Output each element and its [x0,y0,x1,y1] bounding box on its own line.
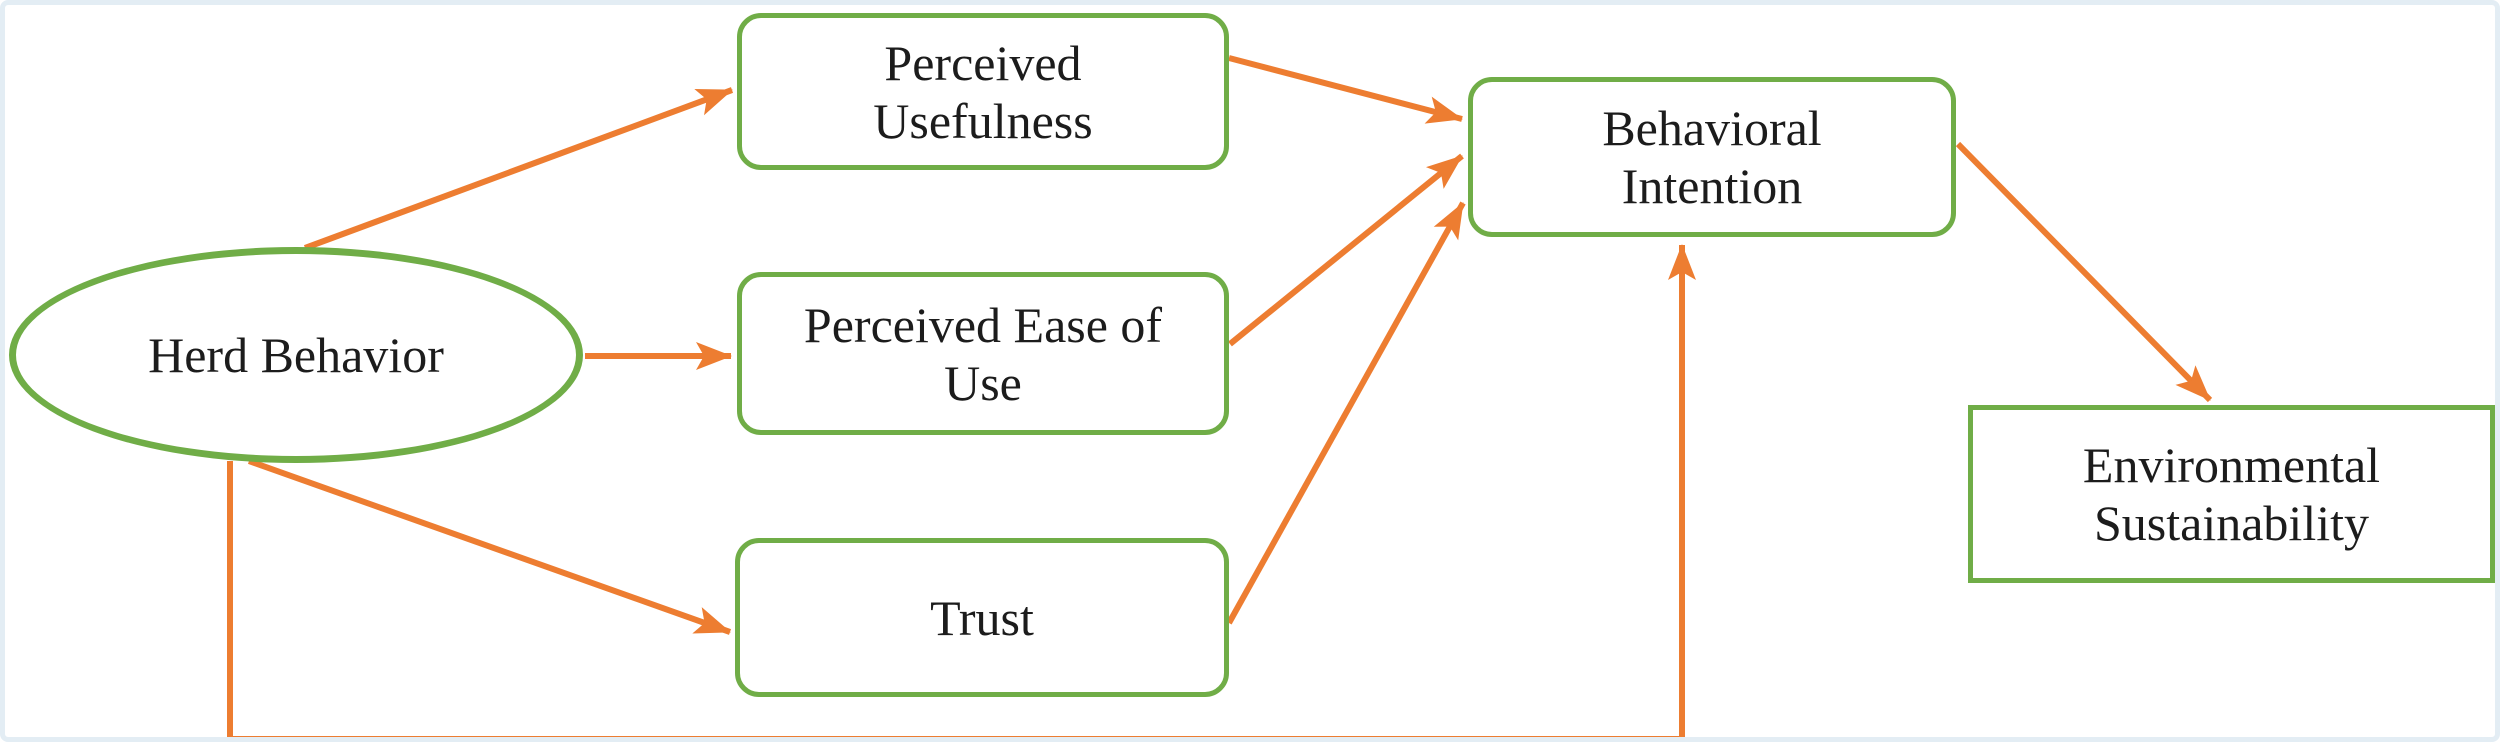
node-perceived-usefulness-label: Perceived Usefulness [873,34,1093,149]
node-environmental-sustainability-label: Environmental Sustainability [2082,437,2381,551]
arrow-perceived-usefulness-to-behavioral-intention [1228,55,1463,124]
node-perceived-ease-of-use-label: Perceived Ease of Use [803,296,1163,411]
node-behavioral-intention: Behavioral Intention [1468,77,1956,237]
arrow-herd-behavior-to-perceived-usefulness [303,87,734,251]
arrow-behavioral-intention-to-environmental-sustainability [1955,141,2213,403]
node-perceived-usefulness: Perceived Usefulness [737,13,1229,170]
arrow-herd-behavior-to-trust [247,458,732,635]
node-herd-behavior: Herd Behavior [9,247,583,463]
node-trust-label: Trust [930,589,1034,646]
node-herd-behavior-label: Herd Behavior [148,327,444,383]
node-environmental-sustainability: Environmental Sustainability [1968,405,2495,583]
node-trust: Trust [735,538,1229,697]
arrow-trust-to-behavioral-intention [1226,201,1466,625]
node-behavioral-intention-label: Behavioral Intention [1602,100,1822,214]
node-perceived-ease-of-use: Perceived Ease of Use [737,272,1229,435]
arrow-perceived-ease-of-use-to-behavioral-intention [1228,153,1464,347]
